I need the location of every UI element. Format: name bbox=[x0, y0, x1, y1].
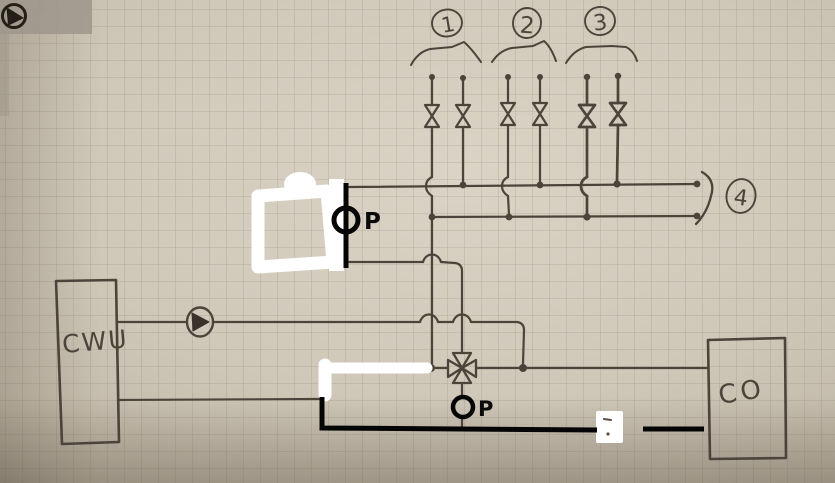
corner-gray-strip bbox=[0, 34, 9, 116]
group-2-label: 2 bbox=[519, 13, 535, 40]
branch-top-dot bbox=[460, 75, 466, 81]
shutoff-valve-icon bbox=[454, 103, 472, 129]
group-2-circle bbox=[512, 7, 542, 39]
black-return-line bbox=[319, 397, 598, 433]
group-1-circle bbox=[431, 8, 463, 38]
pump-line bbox=[116, 306, 526, 366]
branch-top-dot bbox=[505, 74, 511, 80]
group-3-brace bbox=[565, 45, 638, 64]
branch-stem bbox=[506, 194, 511, 217]
return-header-line bbox=[430, 214, 699, 219]
supply-header-line bbox=[347, 182, 699, 189]
pipe-segment-drop bbox=[469, 320, 526, 366]
cwu-box-outline bbox=[54, 278, 121, 446]
group-4-paren bbox=[694, 170, 714, 226]
cwu-box: CWU bbox=[54, 278, 130, 446]
co-box-label: CO bbox=[716, 374, 767, 411]
co-box: CO bbox=[706, 336, 788, 461]
whiteout-blob bbox=[284, 172, 316, 196]
group-3-circle bbox=[584, 6, 616, 36]
whiteout-patch bbox=[596, 411, 623, 443]
feed-line-drop bbox=[439, 260, 464, 354]
whiteout-patch-rect bbox=[596, 411, 623, 443]
corner-overlay bbox=[0, 0, 92, 116]
shutoff-valve-icon bbox=[608, 101, 628, 127]
gauge-ring-icon-top bbox=[331, 205, 361, 235]
co-box-outline bbox=[706, 336, 788, 461]
header-end-dot bbox=[693, 212, 701, 220]
shutoff-valve-icon bbox=[531, 101, 549, 127]
branch-top-dot bbox=[583, 73, 591, 81]
branch-top-dot bbox=[614, 72, 622, 80]
group-1-label: 1 bbox=[439, 12, 456, 38]
shutoff-valve-icon bbox=[577, 103, 597, 129]
line-hop bbox=[421, 253, 443, 264]
shutoff-valve-icon bbox=[499, 101, 517, 127]
cwu-return-pipe bbox=[117, 397, 321, 402]
branch-1-right bbox=[454, 75, 472, 189]
branch-top-dot bbox=[429, 74, 435, 80]
branch-stem bbox=[615, 123, 620, 184]
group-1-brace bbox=[410, 41, 482, 66]
group-3-label: 3 bbox=[592, 10, 609, 36]
header-end-dot bbox=[693, 180, 701, 188]
pressure-label-top: P bbox=[364, 209, 381, 235]
gauge-ring-icon-bottom bbox=[450, 394, 476, 420]
branch-3-left bbox=[577, 73, 597, 221]
line-hop bbox=[418, 313, 440, 324]
line-hop bbox=[451, 313, 473, 324]
header-group-4 bbox=[694, 170, 757, 226]
group-2-brace bbox=[491, 40, 557, 63]
cwu-box-label: CWU bbox=[61, 324, 130, 359]
line-hop bbox=[579, 175, 589, 198]
junction-dot bbox=[519, 364, 527, 372]
corner-pump-icon bbox=[1, 3, 27, 29]
group-4-circle bbox=[725, 178, 757, 214]
valve-top-feed-line bbox=[345, 253, 464, 354]
patch-mark-dash bbox=[603, 418, 612, 421]
patch-mark-dot bbox=[606, 432, 610, 436]
branch-top-dot bbox=[537, 74, 543, 80]
white-annotations bbox=[251, 172, 623, 443]
black-annotations: P P bbox=[319, 183, 704, 433]
shutoff-valve-icon bbox=[423, 103, 441, 129]
branch-2-right bbox=[531, 74, 549, 189]
valve-triangle-top bbox=[451, 351, 473, 370]
group-4-label: 4 bbox=[732, 185, 749, 212]
pressure-label-bottom: P bbox=[478, 397, 493, 421]
pencil-drawing: CWU bbox=[54, 6, 788, 461]
